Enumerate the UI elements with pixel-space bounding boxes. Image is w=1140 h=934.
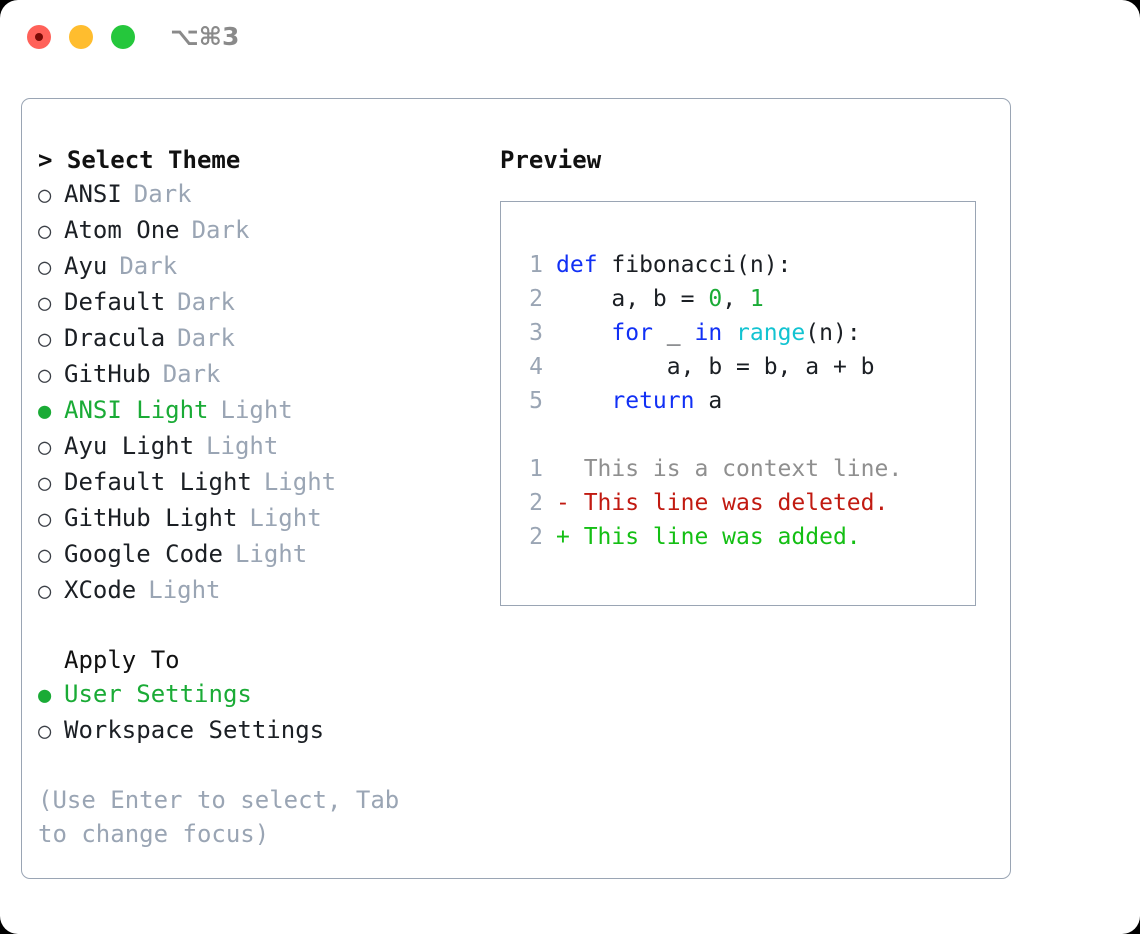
- theme-name: Atom One: [64, 216, 180, 244]
- theme-option-github[interactable]: ○ GitHub Dark: [38, 357, 478, 393]
- theme-name: XCode: [64, 576, 137, 604]
- code-text: return a: [611, 388, 723, 414]
- apply-to-label: Workspace Settings: [64, 716, 325, 744]
- code-line: 5 return a: [513, 384, 967, 418]
- line-number: 2: [529, 286, 543, 312]
- close-button[interactable]: [27, 25, 51, 49]
- radio-unselected-icon: ○: [38, 255, 52, 280]
- line-number: 4: [529, 354, 543, 380]
- theme-name: ANSI: [64, 180, 122, 208]
- theme-kind-label: Light: [148, 576, 221, 604]
- diff-line-ctx: 1 This is a context line.: [513, 452, 967, 486]
- preview-header: Preview: [500, 146, 602, 174]
- window-controls: [27, 25, 135, 49]
- theme-option-ansi-light[interactable]: ● ANSI Light Light: [38, 393, 478, 429]
- apply-to-label: User Settings: [64, 680, 252, 708]
- theme-kind-label: Light: [234, 540, 308, 568]
- title-bar: ⌥⌘3: [0, 0, 1140, 76]
- line-number: 3: [529, 320, 543, 346]
- line-number: 2: [529, 490, 543, 516]
- theme-option-atom-one[interactable]: ○ Atom One Dark: [38, 213, 478, 249]
- maximize-button[interactable]: [111, 25, 135, 49]
- keyboard-shortcut-label: ⌥⌘3: [170, 22, 240, 51]
- apply-to-header: Apply To: [64, 646, 180, 674]
- radio-unselected-icon: ○: [38, 471, 52, 496]
- code-text: def fibonacci(n):: [556, 252, 792, 278]
- line-number: 1: [529, 456, 543, 482]
- theme-name: Ayu Light: [64, 432, 195, 460]
- keyboard-hint: (Use Enter to select, Tab to change focu…: [38, 786, 400, 848]
- radio-unselected-icon: ○: [38, 291, 52, 316]
- radio-selected-icon: ●: [38, 399, 52, 424]
- theme-name: Ayu: [64, 252, 108, 280]
- diff-text: + This line was added.: [556, 524, 861, 550]
- code-line: 2 a, b = 0, 1: [513, 282, 967, 316]
- theme-name: Dracula: [64, 324, 166, 352]
- theme-option-github-light[interactable]: ○ GitHub Light Light: [38, 501, 478, 537]
- apply-to-list: ● User Settings ○ Workspace Settings: [38, 677, 478, 749]
- code-text: a, b = 0, 1: [556, 286, 764, 312]
- code-line: 1 def fibonacci(n):: [513, 248, 967, 282]
- theme-option-dracula[interactable]: ○ Dracula Dark: [38, 321, 478, 357]
- theme-kind-label: Light: [249, 504, 322, 532]
- radio-unselected-icon: ○: [38, 543, 52, 568]
- radio-unselected-icon: ○: [38, 219, 52, 244]
- radio-unselected-icon: ○: [38, 183, 52, 208]
- line-number: 5: [529, 388, 543, 414]
- theme-kind-label: Dark: [177, 288, 235, 316]
- diff-text: - This line was deleted.: [556, 490, 889, 516]
- section-spacer: [38, 609, 478, 643]
- theme-name: GitHub Light: [64, 504, 238, 532]
- line-number: 1: [529, 252, 543, 278]
- diff-sample: 1 This is a context line. 2 - This line wa…: [513, 452, 967, 554]
- theme-kind-label: Light: [263, 468, 337, 496]
- code-line: 3 for _ in range(n):: [513, 316, 967, 350]
- theme-name: Default Light: [64, 468, 252, 496]
- theme-name: Google Code: [64, 540, 223, 568]
- code-text: for _ in range(n):: [611, 320, 861, 346]
- theme-kind-label: Dark: [177, 324, 235, 352]
- theme-option-ayu-light[interactable]: ○ Ayu Light Light: [38, 429, 478, 465]
- theme-name: Default: [64, 288, 166, 316]
- apply-to-option-user-settings[interactable]: ● User Settings: [38, 677, 478, 713]
- theme-kind-label: Dark: [162, 360, 221, 388]
- theme-option-ansi[interactable]: ○ ANSI Dark: [38, 177, 478, 213]
- code-text: a, b = b, a + b: [556, 354, 875, 380]
- apply-to-option-workspace-settings[interactable]: ○ Workspace Settings: [38, 713, 478, 749]
- theme-kind-label: Light: [220, 396, 293, 424]
- theme-name: ANSI Light: [64, 396, 209, 424]
- theme-kind-label: Dark: [119, 252, 178, 280]
- theme-name: GitHub: [64, 360, 151, 388]
- minimize-button[interactable]: [69, 25, 93, 49]
- theme-kind-label: Light: [206, 432, 279, 460]
- line-number: 2: [529, 524, 543, 550]
- theme-option-google-code[interactable]: ○ Google Code Light: [38, 537, 478, 573]
- theme-picker-header: > Select Theme: [38, 146, 241, 174]
- radio-unselected-icon: ○: [38, 507, 52, 532]
- theme-option-default[interactable]: ○ Default Dark: [38, 285, 478, 321]
- theme-option-default-light[interactable]: ○ Default Light Light: [38, 465, 478, 501]
- theme-option-xcode[interactable]: ○ XCode Light: [38, 573, 478, 609]
- diff-line-add: 2 + This line was added.: [513, 520, 967, 554]
- code-line: 4 a, b = b, a + b: [513, 350, 967, 384]
- radio-selected-icon: ●: [38, 683, 52, 708]
- radio-unselected-icon: ○: [38, 579, 52, 604]
- diff-line-del: 2 - This line was deleted.: [513, 486, 967, 520]
- radio-unselected-icon: ○: [38, 327, 52, 352]
- radio-unselected-icon: ○: [38, 363, 52, 388]
- radio-unselected-icon: ○: [38, 435, 52, 460]
- radio-unselected-icon: ○: [38, 719, 52, 744]
- theme-option-ayu[interactable]: ○ Ayu Dark: [38, 249, 478, 285]
- theme-kind-label: Dark: [133, 180, 192, 208]
- diff-text: This is a context line.: [556, 456, 903, 482]
- theme-kind-label: Dark: [191, 216, 250, 244]
